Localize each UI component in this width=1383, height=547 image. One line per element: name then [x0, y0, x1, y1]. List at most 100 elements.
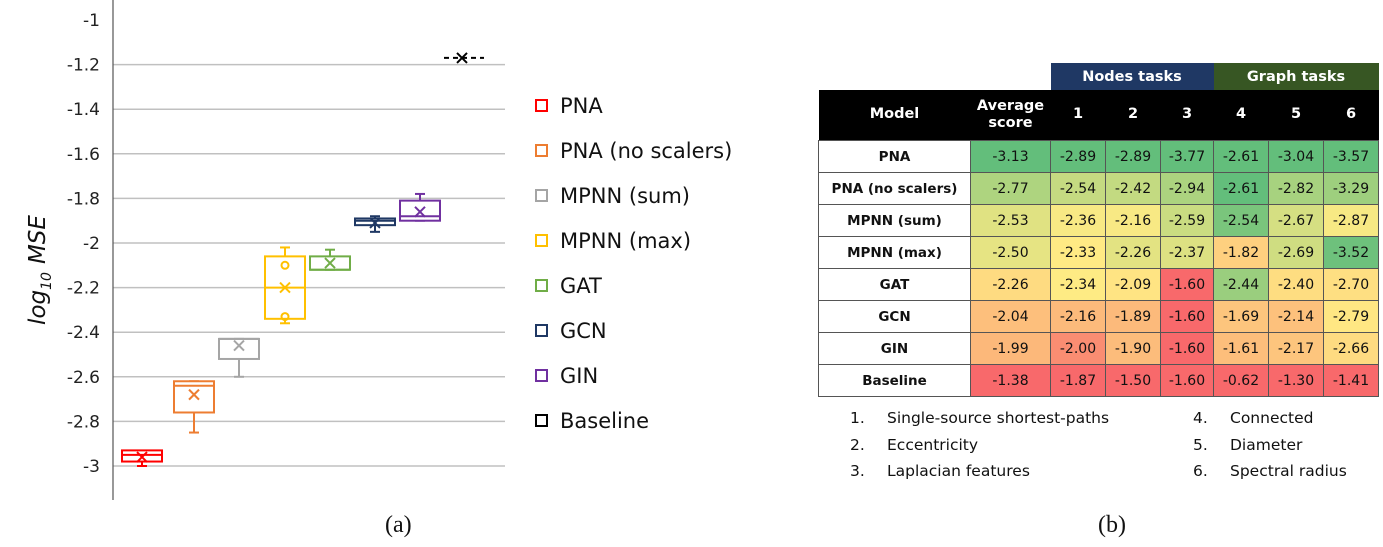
legend-label: MPNN (sum)	[560, 183, 690, 208]
column-header: Average score	[970, 90, 1051, 141]
mean-marker	[233, 339, 245, 352]
score-cell: -2.94	[1160, 172, 1214, 205]
box-pna	[121, 449, 163, 467]
task-note: 5.Diameter	[1193, 436, 1347, 463]
table-row: GCN-2.04-2.16-1.89-1.60-1.69-2.14-2.79	[818, 300, 1379, 333]
table-row: PNA-3.13-2.89-2.89-3.77-2.61-3.04-3.57	[818, 140, 1379, 173]
group-header: Graph tasks	[1213, 63, 1379, 90]
score-cell: -2.61	[1213, 172, 1269, 205]
y-tick-label: -1.8	[67, 189, 100, 209]
y-label-log: log	[25, 290, 51, 325]
mean-marker	[369, 217, 381, 229]
task-name: Connected	[1230, 409, 1314, 427]
legend-label: PNA	[560, 93, 603, 118]
score-cell: -2.79	[1323, 300, 1379, 333]
score-cell: -2.37	[1160, 236, 1214, 269]
y-label-mse: MSE	[25, 215, 51, 264]
table-row: GAT-2.26-2.34-2.09-1.60-2.44-2.40-2.70	[818, 268, 1379, 301]
score-cell: -3.52	[1323, 236, 1379, 269]
legend-swatch	[535, 324, 548, 337]
task-number: 2.	[850, 435, 865, 454]
score-cell: -2.69	[1268, 236, 1324, 269]
score-cell: -2.89	[1050, 140, 1106, 173]
legend-item: GIN	[535, 353, 732, 398]
box-gat	[309, 248, 351, 271]
score-cell: -3.13	[970, 140, 1051, 173]
score-cell: -1.69	[1213, 300, 1269, 333]
model-name: GCN	[818, 300, 971, 333]
score-cell: -2.82	[1268, 172, 1324, 205]
score-cell: -3.57	[1323, 140, 1379, 173]
box-mpnn-max-	[264, 246, 306, 325]
box-iqr	[218, 337, 260, 360]
legend-label: GCN	[560, 318, 607, 343]
score-cell: -2.00	[1050, 332, 1106, 365]
score-cell: -1.60	[1160, 268, 1214, 301]
legend-item: PNA	[535, 83, 732, 128]
score-cell: -2.61	[1213, 140, 1269, 173]
score-cell: -1.82	[1213, 236, 1269, 269]
model-name: PNA	[818, 140, 971, 173]
score-cell: -1.38	[970, 364, 1051, 397]
model-name: GAT	[818, 268, 971, 301]
task-note: 4.Connected	[1193, 409, 1347, 436]
task-note: 6. Spectral radius	[1193, 462, 1347, 489]
score-cell: -2.66	[1323, 332, 1379, 365]
box-gcn	[354, 215, 396, 233]
column-header: Model	[818, 90, 971, 141]
box-mpnn-sum-	[218, 337, 260, 378]
model-name: MPNN (max)	[818, 236, 971, 269]
score-cell: -1.60	[1160, 300, 1214, 333]
score-cell: -2.53	[970, 204, 1051, 237]
group-header: Nodes tasks	[1050, 63, 1214, 90]
legend-swatch	[535, 99, 548, 112]
column-header: 4	[1213, 90, 1269, 141]
score-cell: -2.34	[1050, 268, 1106, 301]
caption-b: (b)	[1098, 512, 1126, 538]
y-tick-label: -1.4	[67, 100, 100, 120]
table-row: GIN-1.99-2.00-1.90-1.60-1.61-2.17-2.66	[818, 332, 1379, 365]
task-note: 3.Laplacian features	[850, 462, 1109, 489]
score-cell: -3.77	[1160, 140, 1214, 173]
mean-marker	[279, 281, 291, 294]
score-cell: -2.16	[1105, 204, 1161, 237]
task-name: Spectral radius	[1230, 462, 1347, 480]
task-name: Single-source shortest-paths	[887, 409, 1110, 427]
task-name: Eccentricity	[887, 435, 979, 454]
y-tick-label: -1	[83, 11, 100, 31]
score-cell: -1.87	[1050, 364, 1106, 397]
legend-label: GAT	[560, 273, 602, 298]
box-plot: -1-1.2-1.4-1.6-1.8-2-2.2-2.4-2.6-2.8-3lo…	[25, 0, 505, 500]
legend-swatch	[535, 234, 548, 247]
column-header: 6	[1323, 90, 1379, 141]
y-tick-label: -2.6	[67, 368, 100, 388]
score-cell: -2.50	[970, 236, 1051, 269]
score-cell: -2.70	[1323, 268, 1379, 301]
score-cell: -1.99	[970, 332, 1051, 365]
legend-label: Baseline	[560, 408, 650, 433]
model-name: GIN	[818, 332, 971, 365]
mean-marker	[188, 388, 200, 401]
legend-label: MPNN (max)	[560, 228, 692, 253]
score-cell: -1.30	[1268, 364, 1324, 397]
score-cell: -2.09	[1105, 268, 1161, 301]
column-header: 2	[1105, 90, 1161, 141]
legend-item: GAT	[535, 263, 732, 308]
score-cell: -3.04	[1268, 140, 1324, 173]
legend-item: GCN	[535, 308, 732, 353]
task-number: 5.	[1193, 435, 1208, 454]
score-cell: -2.54	[1050, 172, 1106, 205]
task-number: 6.	[1193, 462, 1208, 480]
score-cell: -2.04	[970, 300, 1051, 333]
caption-a: (a)	[385, 512, 412, 538]
legend-item: MPNN (sum)	[535, 173, 732, 218]
legend-swatch	[535, 189, 548, 202]
legend-swatch	[535, 144, 548, 157]
task-number: 1.	[850, 409, 865, 427]
score-cell: -2.26	[970, 268, 1051, 301]
